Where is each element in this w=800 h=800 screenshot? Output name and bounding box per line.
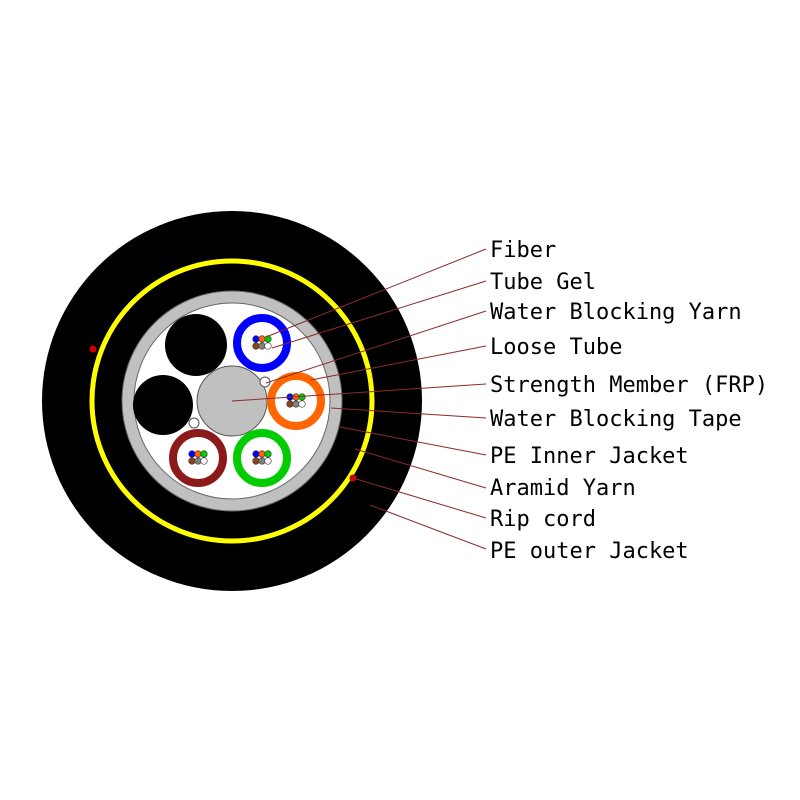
fiber — [292, 400, 300, 408]
fiber — [252, 457, 260, 465]
rip-cord-left — [89, 345, 97, 353]
leader-pe-outer-jacket — [369, 504, 487, 550]
loose-tubes — [169, 314, 325, 487]
fiber — [188, 450, 196, 458]
leader-fiber — [265, 248, 487, 338]
leader-pe-inner-jacket — [339, 426, 487, 456]
fiber — [298, 400, 306, 408]
fiber — [264, 457, 272, 465]
leader-water-blocking-tape — [330, 407, 487, 419]
fiber — [194, 457, 202, 465]
fiber — [264, 342, 272, 350]
aramid-yarn-ring — [89, 258, 375, 544]
leader-tube-gel — [271, 280, 487, 349]
label-pe-outer-jacket: PE outer Jacket — [490, 539, 689, 564]
fiber — [258, 342, 266, 350]
water-blocking-yarn — [188, 417, 200, 429]
label-pe-inner-jacket: PE Inner Jacket — [490, 444, 689, 469]
fiber — [252, 342, 260, 350]
tube-brown — [169, 429, 227, 487]
leader-lines — [231, 248, 487, 550]
fiber — [188, 457, 196, 465]
label-loose-tube: Loose Tube — [490, 335, 622, 360]
leader-aramid-yarn — [354, 448, 487, 489]
leader-strength-member — [231, 383, 487, 402]
tube-green — [233, 429, 291, 487]
fiber — [264, 450, 272, 458]
label-water-blocking-yarn: Water Blocking Yarn — [490, 300, 742, 325]
leader-water-blocking-yarn — [265, 310, 487, 384]
filler-rod-top — [165, 314, 227, 376]
fiber — [258, 335, 266, 343]
label-rip-cord: Rip cord — [490, 507, 596, 532]
fiber — [200, 450, 208, 458]
tube-blue — [233, 314, 291, 372]
fiber — [200, 457, 208, 465]
label-aramid-yarn: Aramid Yarn — [490, 476, 636, 501]
tube-orange — [267, 372, 325, 430]
label-strength-member: Strength Member (FRP) — [490, 373, 768, 398]
label-tube-gel: Tube Gel — [490, 270, 596, 295]
filler-rod-left — [133, 375, 193, 435]
leader-rip-cord — [352, 477, 487, 519]
fiber — [258, 457, 266, 465]
leader-loose-tube — [310, 345, 487, 381]
label-water-blocking-tape: Water Blocking Tape — [490, 407, 742, 432]
fiber — [286, 400, 294, 408]
fiber — [252, 450, 260, 458]
label-fiber: Fiber — [490, 238, 556, 263]
fiber — [298, 393, 306, 401]
fiber — [194, 450, 202, 458]
fiber — [258, 450, 266, 458]
fiber — [252, 335, 260, 343]
